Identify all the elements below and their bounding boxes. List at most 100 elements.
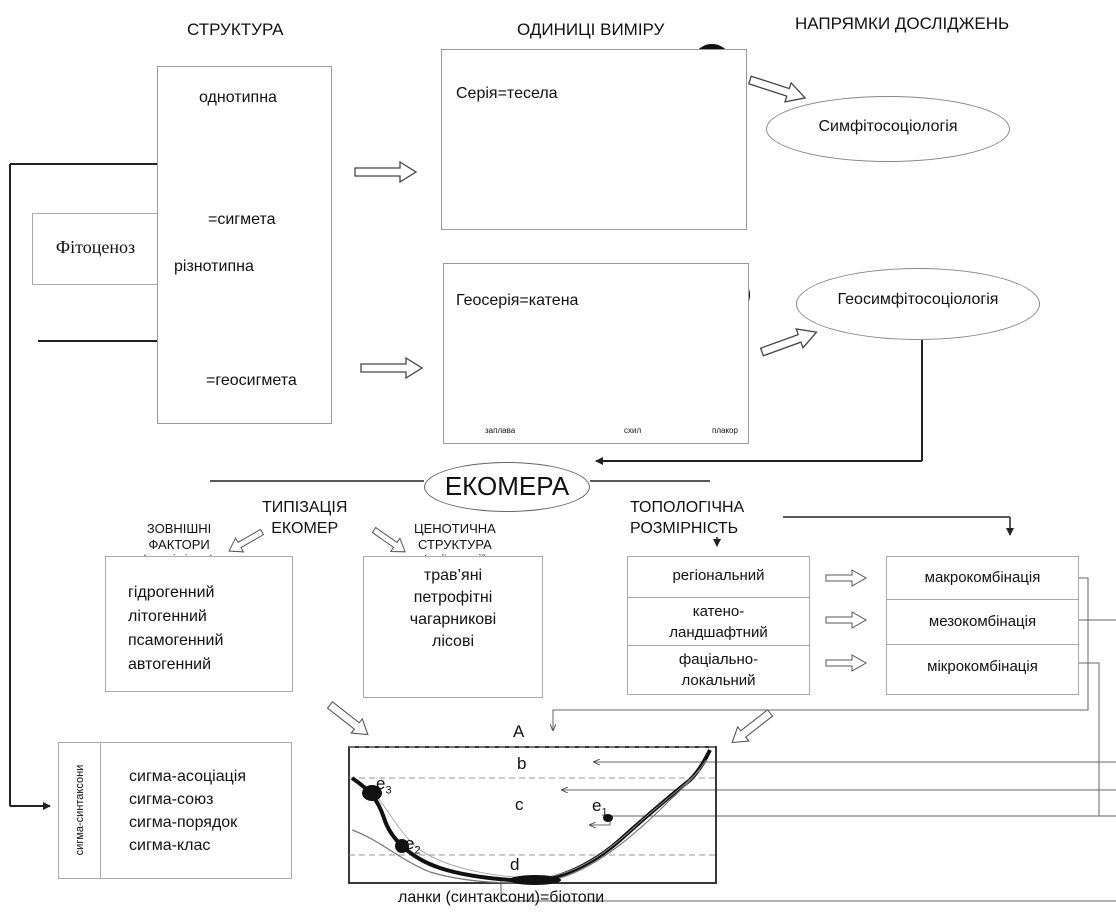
- ecomera-branches: [210, 480, 1014, 547]
- profile-e1: e1: [592, 796, 608, 818]
- symphyto-ellipse: Симфітосоціологія: [766, 96, 1010, 162]
- e3-patch: [362, 785, 382, 801]
- typization-line2: ЕКОМЕР: [271, 520, 339, 537]
- profile-e2-index: 2: [414, 844, 421, 857]
- e2-patch: [395, 839, 409, 853]
- profile-e3-index: 3: [385, 784, 392, 797]
- series-label: Серія=тесела: [456, 85, 558, 102]
- sigma-list-box: сигма-асоціація сигма-союз сигма-порядок…: [100, 742, 292, 879]
- cenotic-item: трав’яні: [423, 567, 483, 584]
- ecomera-ellipse: ЕКОМЕРА: [424, 462, 590, 512]
- external-item: псамогенний: [128, 632, 224, 649]
- cenotic-line2: СТРУКТУРА: [418, 537, 492, 552]
- combo-macro-label: макрокомбінація: [924, 569, 1041, 586]
- level-regional: регіональний: [628, 557, 809, 598]
- hollow-arrow-4: [759, 328, 818, 357]
- sigma-item: сигма-клас: [129, 837, 211, 854]
- profile-letter-d: d: [510, 855, 520, 874]
- profile-letter-c: c: [515, 795, 524, 814]
- external-factors-box: гідрогенний літогенний псамогенний автог…: [105, 556, 293, 692]
- combo-micro-label: мікрокомбінація: [927, 658, 1038, 675]
- profile-caption: ланки (синтаксони)=біотопи: [398, 889, 605, 906]
- level-catena-line2: ландшафтний: [669, 624, 768, 641]
- header-directions: НАПРЯМКИ ДОСЛІДЖЕНЬ: [795, 14, 1010, 33]
- external-item: гідрогенний: [128, 584, 215, 601]
- hetero-title: різнотипна: [174, 258, 254, 275]
- phytocenosis-label: Фітоценоз: [55, 237, 136, 257]
- typization-label: ТИПІЗАЦІЯ ЕКОМЕР: [262, 497, 347, 539]
- combinations-box: макрокомбінація мезокомбінація мікрокомб…: [886, 556, 1079, 695]
- hollow-arrow-3: [747, 75, 807, 103]
- geosymphyto-ellipse: Геосимфітосоціологія: [796, 268, 1040, 340]
- ecomera-label: ЕКОМЕРА: [444, 471, 570, 501]
- profile-e1-letter: e: [592, 796, 602, 815]
- sigma-list: сигма-асоціація сигма-союз сигма-порядок…: [129, 765, 246, 857]
- cenotic-item: чагарникові: [409, 611, 497, 628]
- geoseries-panel: Геосерія=катена заплава схил плакор: [443, 263, 749, 444]
- topological-line1: ТОПОЛОГІЧНА: [630, 499, 745, 516]
- hollow-arrow-cenotic: [371, 526, 406, 553]
- combo-meso: мезокомбінація: [887, 600, 1078, 645]
- hollow-arrow-2: [360, 356, 424, 380]
- e1-patch: [603, 814, 613, 822]
- geo-to-ecomera-line: [595, 340, 923, 465]
- sigma-label: сигма-синтаксони: [74, 764, 86, 856]
- zone-label-floodplain: заплава: [485, 426, 516, 435]
- hollow-arrow-macro: [825, 569, 868, 587]
- profile-e3: e3: [376, 774, 392, 796]
- hetero-equation: =геосигмета: [206, 372, 297, 389]
- external-item: автогенний: [128, 656, 212, 673]
- valley-profile: [348, 746, 717, 885]
- sigma-label-box: сигма-синтаксони: [58, 742, 102, 879]
- level-facial-line1: фаціально-: [678, 651, 759, 668]
- hollow-arrow-micro: [825, 654, 868, 672]
- cenotic-list: трав’яні петрофітні чагарникові лісові: [364, 565, 542, 653]
- profile-e1-index: 1: [601, 806, 608, 819]
- topological-line2: РОЗМІРНІСТЬ: [630, 520, 739, 537]
- sigma-item: сигма-союз: [129, 791, 214, 808]
- hollow-arrow-to-profile-right: [731, 709, 774, 744]
- homo-title: однотипна: [199, 89, 277, 106]
- cenotic-box: трав’яні петрофітні чагарникові лісові: [363, 556, 543, 698]
- external-line2: ФАКТОРИ: [148, 537, 210, 552]
- sigma-item: сигма-асоціація: [129, 768, 246, 785]
- cenotic-line1: ЦЕНОТИЧНА: [414, 521, 496, 536]
- phytocenosis-box: Фітоценоз: [32, 213, 159, 285]
- combo-meso-label: мезокомбінація: [928, 613, 1037, 630]
- sigma-item: сигма-порядок: [129, 814, 238, 831]
- hollow-arrow-1: [354, 160, 418, 184]
- hollow-arrow-to-profile-left: [326, 701, 369, 736]
- header-units: ОДИНИЦІ ВИМІРУ: [517, 20, 665, 39]
- level-catena-line1: катено-: [692, 603, 745, 620]
- cenotic-item: петрофітні: [413, 589, 493, 606]
- header-structure: СТРУКТУРА: [187, 20, 284, 39]
- combo-micro: мікрокомбінація: [887, 645, 1078, 694]
- hollow-arrow-external: [228, 528, 265, 553]
- cenotic-item: лісові: [431, 633, 475, 650]
- topological-header: ТОПОЛОГІЧНА РОЗМІРНІСТЬ: [630, 497, 744, 539]
- profile-letter-a: A: [513, 722, 525, 741]
- profile-e2: e2: [405, 834, 421, 856]
- profile-e2-letter: e: [405, 834, 415, 853]
- zone-label-slope: схил: [624, 426, 642, 435]
- series-panel: Серія=тесела: [441, 49, 747, 230]
- topological-levels-box: регіональний катено- ландшафтний фаціаль…: [627, 556, 810, 695]
- profile-letter-b: b: [517, 754, 527, 773]
- d-patch: [509, 875, 561, 885]
- geosymphyto-label: Геосимфітосоціологія: [837, 291, 999, 308]
- homo-equation: =сигмета: [208, 211, 276, 228]
- level-facial-line2: локальний: [681, 672, 756, 689]
- external-item: літогенний: [128, 608, 207, 625]
- combo-macro: макрокомбінація: [887, 557, 1078, 600]
- zone-label-plakor: плакор: [712, 426, 738, 435]
- phytocenosis-connector: [9, 163, 157, 810]
- level-catena: катено- ландшафтний: [628, 598, 809, 646]
- level-facial: фаціально- локальний: [628, 646, 809, 694]
- external-list: гідрогенний літогенний псамогенний автог…: [128, 581, 223, 677]
- external-line1: ЗОВНІШНІ: [146, 521, 212, 536]
- structure-panel: однотипна =сигмета різнотипна =геосигмет…: [157, 66, 332, 424]
- profile-e3-letter: e: [376, 774, 386, 793]
- level-regional-label: регіональний: [672, 567, 765, 584]
- typization-line1: ТИПІЗАЦІЯ: [262, 499, 348, 516]
- symphyto-label: Симфітосоціологія: [818, 118, 958, 135]
